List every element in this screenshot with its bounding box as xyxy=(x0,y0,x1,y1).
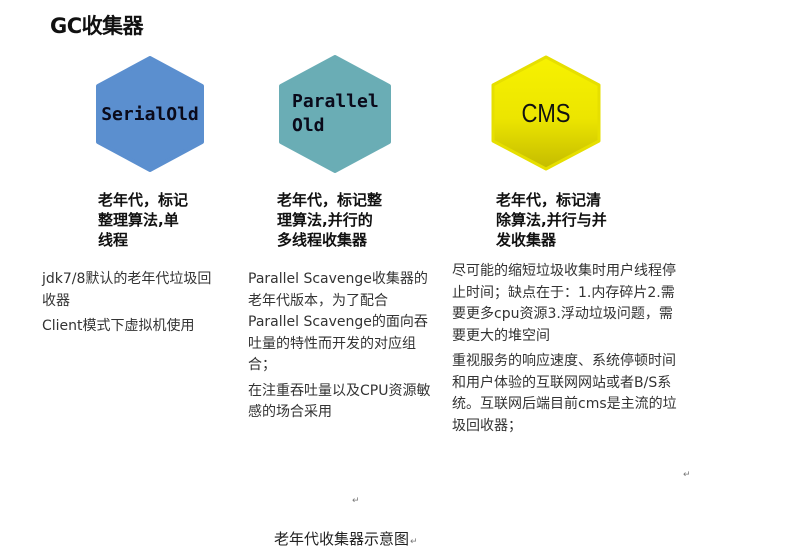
description-paragraph: 重视服务的响应速度、系统停顿时间和用户体验的互联网网站或者B/S系统。互联网后端… xyxy=(452,353,677,434)
parallel-old-description: Parallel Scavenge收集器的老年代版本，为了配合Parallel … xyxy=(248,269,438,428)
parallel-old-subtitle: 老年代，标记整 理算法,并行的 多线程收集器 xyxy=(277,191,383,249)
description-paragraph: 尽可能的缩短垃圾收集时用户线程停止时间；缺点在于：1.内存碎片2.需要更多cpu… xyxy=(452,263,676,344)
caption-text: 老年代收集器示意图 xyxy=(274,530,410,548)
description-paragraph: Parallel Scavenge收集器的老年代版本，为了配合Parallel … xyxy=(248,271,428,373)
cms-description: 尽可能的缩短垃圾收集时用户线程停止时间；缺点在于：1.内存碎片2.需要更多cpu… xyxy=(452,261,684,441)
figure-caption: 老年代收集器示意图↵ xyxy=(274,528,418,549)
serial-old-description: jdk7/8默认的老年代垃圾回收器 Client模式下虚拟机使用 xyxy=(42,269,224,342)
return-mark-icon: ↵ xyxy=(410,537,418,547)
serial-old-label: SerialOld xyxy=(101,103,199,125)
return-mark-icon: ↵ xyxy=(683,470,691,480)
parallel-old-hexagon: Parallel Old xyxy=(278,55,392,173)
cms-label: CMS xyxy=(521,97,571,128)
cms-hexagon: CMS xyxy=(490,55,602,171)
description-paragraph: 在注重吞吐量以及CPU资源敏感的场合采用 xyxy=(248,382,431,421)
serial-old-hexagon: SerialOld xyxy=(95,56,205,172)
return-mark-icon: ↵ xyxy=(352,496,360,506)
parallel-old-label: Parallel Old xyxy=(292,91,379,136)
description-paragraph: jdk7/8默认的老年代垃圾回收器 xyxy=(42,271,212,309)
cms-subtitle: 老年代，标记清 除算法,并行与并 发收集器 xyxy=(496,191,607,249)
page-title: GC收集器 xyxy=(50,14,144,38)
hexagon-shape-icon xyxy=(279,55,391,173)
serial-old-subtitle: 老年代，标记 整理算法,单 线程 xyxy=(98,191,189,249)
hexagon-shape-icon xyxy=(96,56,204,172)
description-paragraph: Client模式下虚拟机使用 xyxy=(42,318,195,334)
hexagon-shape-icon xyxy=(491,55,601,171)
